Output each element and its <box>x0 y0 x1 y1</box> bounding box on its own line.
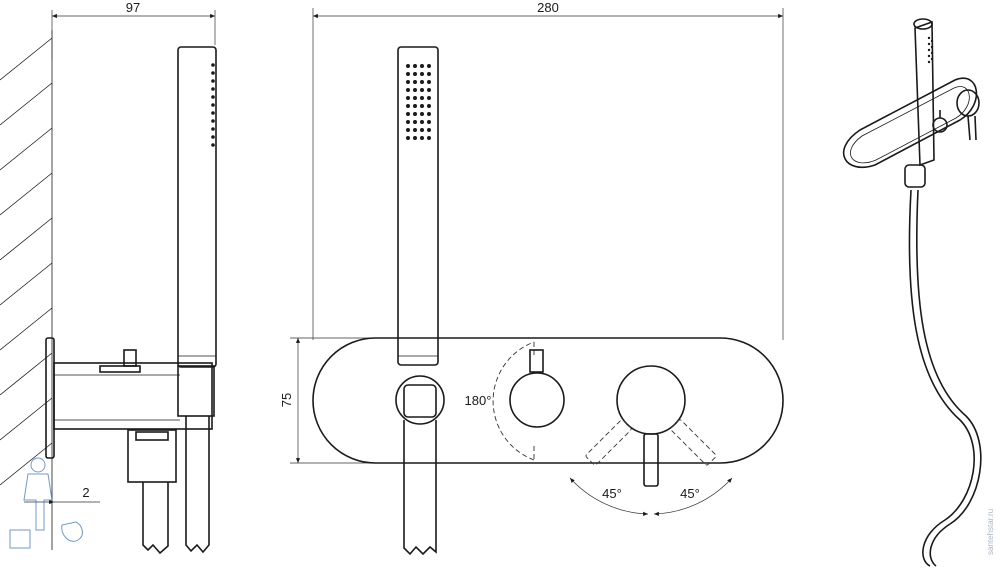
perspective-plate <box>842 77 978 168</box>
dimension-width-label: 280 <box>537 0 559 15</box>
perspective-handshower <box>914 20 935 167</box>
holder-block <box>177 365 215 417</box>
side-knob <box>99 365 141 373</box>
wall-plate <box>45 337 55 459</box>
side-handshower-hose <box>185 416 210 554</box>
mixer-body <box>53 362 213 430</box>
dimension-height: 75 <box>279 337 372 464</box>
dimension-depth-label: 97 <box>126 0 140 15</box>
dimension-wall-gap: 2 <box>24 485 100 505</box>
wall-hatch <box>0 30 53 550</box>
watermark-text: santehstar.ru <box>986 509 995 555</box>
front-nozzles <box>406 64 431 140</box>
diverter-lever <box>529 349 544 373</box>
diverter-knob <box>509 372 565 428</box>
handshower-holder <box>395 375 445 425</box>
plumber-watermark-icon <box>9 457 83 549</box>
cover-plate <box>312 337 784 464</box>
dimension-depth: 97 <box>51 0 216 60</box>
perspective-nozzles <box>927 36 934 64</box>
diverter-angle-label: 180° <box>465 393 492 408</box>
perspective-mixer <box>956 89 980 117</box>
lever-right-angle-label: 45° <box>680 486 700 501</box>
dimension-wall-gap-label: 2 <box>82 485 89 500</box>
side-nozzles <box>211 63 215 147</box>
dimension-height-label: 75 <box>279 393 294 407</box>
side-connector <box>127 429 177 483</box>
lever-left-angle-label: 45° <box>602 486 622 501</box>
front-view: 280 75 <box>279 0 784 556</box>
perspective-view <box>842 18 982 567</box>
side-hose <box>142 482 169 555</box>
mixer-lever <box>643 433 659 487</box>
mixer: 45° 45° <box>569 365 733 516</box>
perspective-hose <box>908 189 975 567</box>
dimension-width: 280 <box>312 0 784 340</box>
diverter: 180° <box>465 341 565 461</box>
front-handshower <box>397 46 439 366</box>
side-handshower <box>177 46 217 368</box>
side-view: 97 2 <box>0 0 217 555</box>
front-hose <box>403 420 437 556</box>
